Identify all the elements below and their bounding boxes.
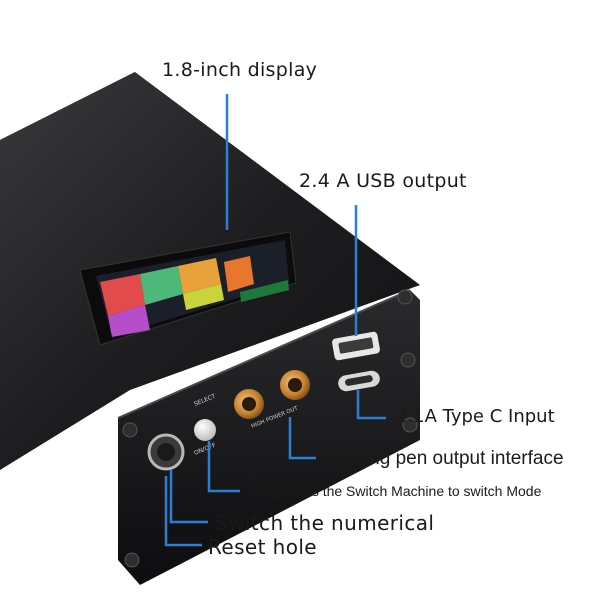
callout-lines — [164, 94, 386, 547]
callout-line-welding — [288, 417, 316, 460]
screw-icon — [122, 289, 418, 568]
callout-line-reset — [164, 476, 202, 547]
callout-type-c-input: 2.1A Type C Input — [396, 406, 555, 427]
callout-line-switch — [169, 470, 208, 524]
rotary-switch-knob[interactable] — [147, 433, 185, 471]
select-button[interactable] — [194, 419, 216, 441]
callout-welding-pen: Welding pen output interface — [322, 448, 564, 469]
welding-output-port[interactable] — [234, 370, 310, 419]
device-front — [118, 290, 420, 585]
callout-usb-output: 2.4 A USB output — [299, 170, 467, 192]
usb-a-port[interactable] — [331, 331, 380, 361]
callout-long-press: Long Press the Switch Machine to switch … — [248, 483, 542, 499]
callout-line-press — [207, 441, 240, 493]
callout-display: 1.8-inch display — [162, 59, 318, 81]
usb-c-port[interactable] — [337, 369, 381, 392]
callout-switch-numerical: Switch the numerical — [215, 511, 435, 535]
lcd-screen — [96, 240, 289, 337]
callout-line-typec — [356, 390, 386, 420]
callout-reset-hole: Reset hole — [208, 535, 317, 559]
